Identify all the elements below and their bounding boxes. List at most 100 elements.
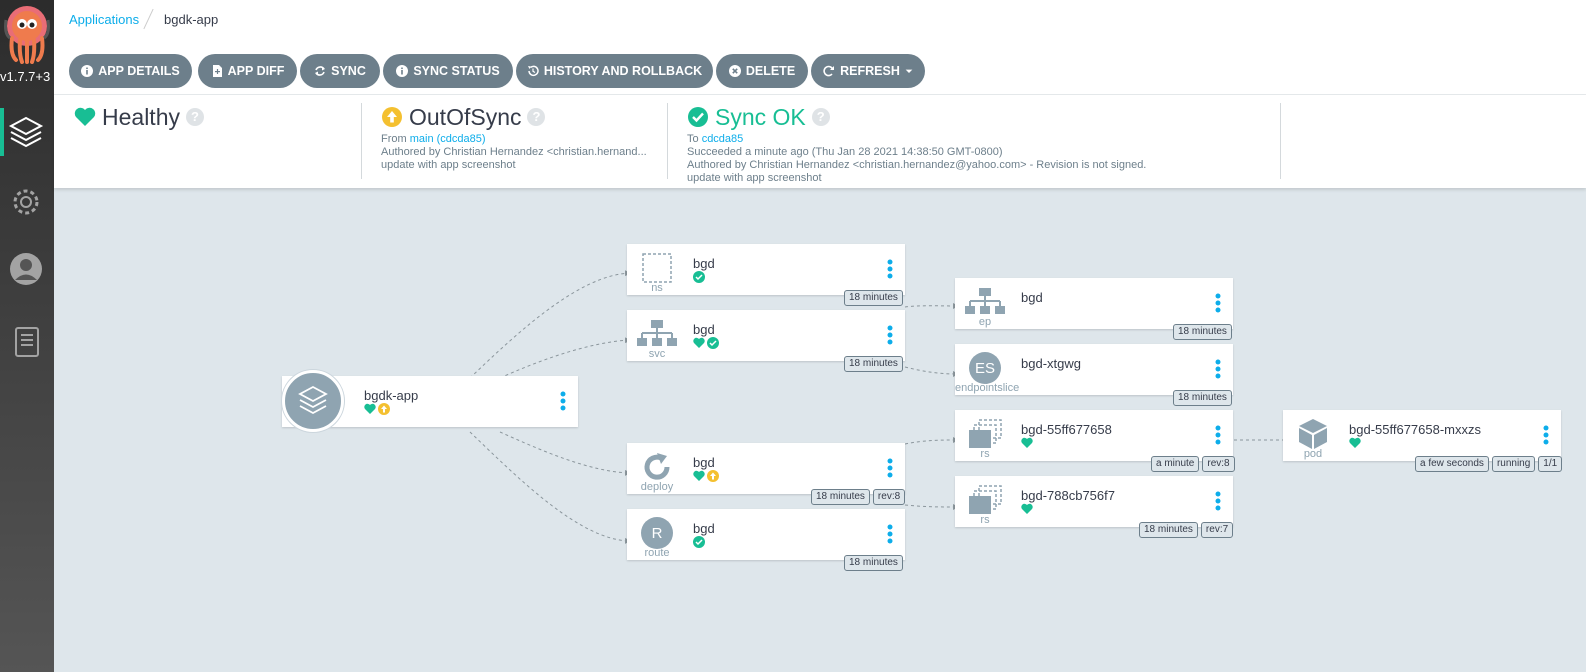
node-name: bgd [1021,290,1043,305]
settings-gear-icon[interactable] [8,184,44,220]
node-name: bgd-788cb756f7 [1021,488,1115,503]
node-menu-icon[interactable] [887,325,893,345]
node-menu-icon[interactable] [887,259,893,279]
resource-node-deploy[interactable]: deploy bgd [627,443,905,494]
age-tag: 18 minutes [844,290,903,306]
healthy-heart-icon [693,470,705,481]
status-divider [667,103,668,179]
route-icon: R [637,517,677,549]
age-tag: 18 minutes [1173,324,1232,340]
app-diff-button[interactable]: APP DIFF [198,54,297,88]
age-tag: 18 minutes [811,489,870,505]
node-kind: rs [980,448,990,460]
out-of-sync-icon [707,470,719,482]
heart-icon [74,107,96,126]
resource-node-pod[interactable]: pod bgd-55ff677658-mxxzs [1283,410,1561,461]
node-name: bgdk-app [364,388,419,403]
help-icon[interactable]: ? [185,108,204,126]
breadcrumb-applications-link[interactable]: Applications [69,12,140,27]
node-menu-icon[interactable] [887,524,893,544]
check-circle-icon [688,107,708,127]
from-prefix: From [381,133,407,145]
status-divider [1280,103,1281,179]
ready-tag: 1/1 [1538,456,1563,472]
resource-node-rs[interactable]: rs bgd-55ff677658 [955,410,1233,461]
resource-node-route[interactable]: R route bgd [627,509,905,560]
node-kind: pod [1303,448,1323,460]
refresh-icon [823,65,835,77]
node-kind: endpointslice [955,382,1020,394]
node-menu-icon[interactable] [1215,293,1221,313]
namespace-icon [642,253,672,283]
node-menu-icon[interactable] [1215,359,1221,379]
node-menu-icon[interactable] [1215,491,1221,511]
revision-link[interactable]: cdcda85 [701,133,744,145]
user-avatar-icon[interactable] [8,251,44,287]
service-network-icon [637,320,677,346]
version-label: v1.7.7+3 [0,69,51,84]
node-menu-icon[interactable] [1215,425,1221,445]
argo-logo-icon[interactable] [4,4,50,64]
sync-result-message: update with app screenshot [687,172,822,184]
delete-circle-icon [728,65,741,77]
app-details-label: APP DETAILS [98,64,180,78]
node-menu-icon[interactable] [560,391,566,411]
node-tags: 18 minutes [1173,324,1232,340]
healthy-heart-icon [693,337,705,348]
applications-layers-icon[interactable] [8,114,44,150]
action-toolbar: APP DETAILS APP DIFF SYNC SYNC STATUS HI… [54,40,1586,95]
to-prefix: To [687,133,699,145]
sidebar: v1.7.7+3 [0,0,54,672]
history-rollback-button[interactable]: HISTORY AND ROLLBACK [516,54,713,88]
node-name: bgd-55ff677658 [1021,422,1112,437]
age-tag: 18 minutes [1139,522,1198,538]
node-tags: 18 minutes [844,555,903,571]
sync-author: Authored by Christian Hernandez <christi… [381,146,647,158]
age-tag: 18 minutes [844,555,903,571]
info-icon [81,65,94,77]
help-icon[interactable]: ? [527,108,546,126]
resource-node-rs[interactable]: rs bgd-788cb756f7 [955,476,1233,527]
node-name: bgd [693,322,715,337]
breadcrumb-separator [143,8,154,30]
resource-node-ns[interactable]: ns bgd [627,244,905,295]
node-tags: 18 minutes [844,290,903,306]
delete-button[interactable]: DELETE [716,54,808,88]
sidebar-active-indicator [0,108,4,156]
delete-label: DELETE [745,64,796,78]
sync-button[interactable]: SYNC [300,54,380,88]
help-icon[interactable]: ? [811,108,830,126]
app-details-button[interactable]: APP DETAILS [69,54,192,88]
revision-link[interactable]: main (cdcda85) [409,133,486,145]
node-kind: ep [978,316,992,328]
node-name: bgd [693,521,715,536]
refresh-label: REFRESH [840,64,900,78]
application-layers-icon [282,370,344,432]
sync-state-status: OutOfSync ? From main (cdcda85) Authored… [381,103,647,179]
sync-status-button[interactable]: SYNC STATUS [383,54,513,88]
refresh-dropdown-button[interactable]: REFRESH [811,54,925,88]
node-menu-icon[interactable] [1543,425,1549,445]
node-menu-icon[interactable] [887,458,893,478]
docs-book-icon[interactable] [8,324,44,360]
health-label: Healthy [102,104,180,130]
sync-result-author: Authored by Christian Hernandez <christi… [687,159,1147,171]
resource-node-svc[interactable]: svc bgd [627,310,905,361]
out-of-sync-arrow-icon [382,107,402,127]
age-tag: 18 minutes [1173,390,1232,406]
sync-commit-message: update with app screenshot [381,159,516,171]
resource-node-endpointslice[interactable]: ES endpointslice bgd-xtgwg [955,344,1233,395]
resource-node-ep[interactable]: ep bgd [955,278,1233,329]
age-tag: 18 minutes [844,356,903,372]
deployment-icon [644,453,670,480]
breadcrumb-current: bgdk-app [164,12,219,27]
replicaset-icon [969,419,1002,448]
healthy-heart-icon [1349,437,1361,448]
synced-check-icon [707,337,719,349]
node-name: bgd [693,256,715,271]
node-name: bgd-xtgwg [1021,356,1081,371]
healthy-heart-icon [1021,503,1033,514]
